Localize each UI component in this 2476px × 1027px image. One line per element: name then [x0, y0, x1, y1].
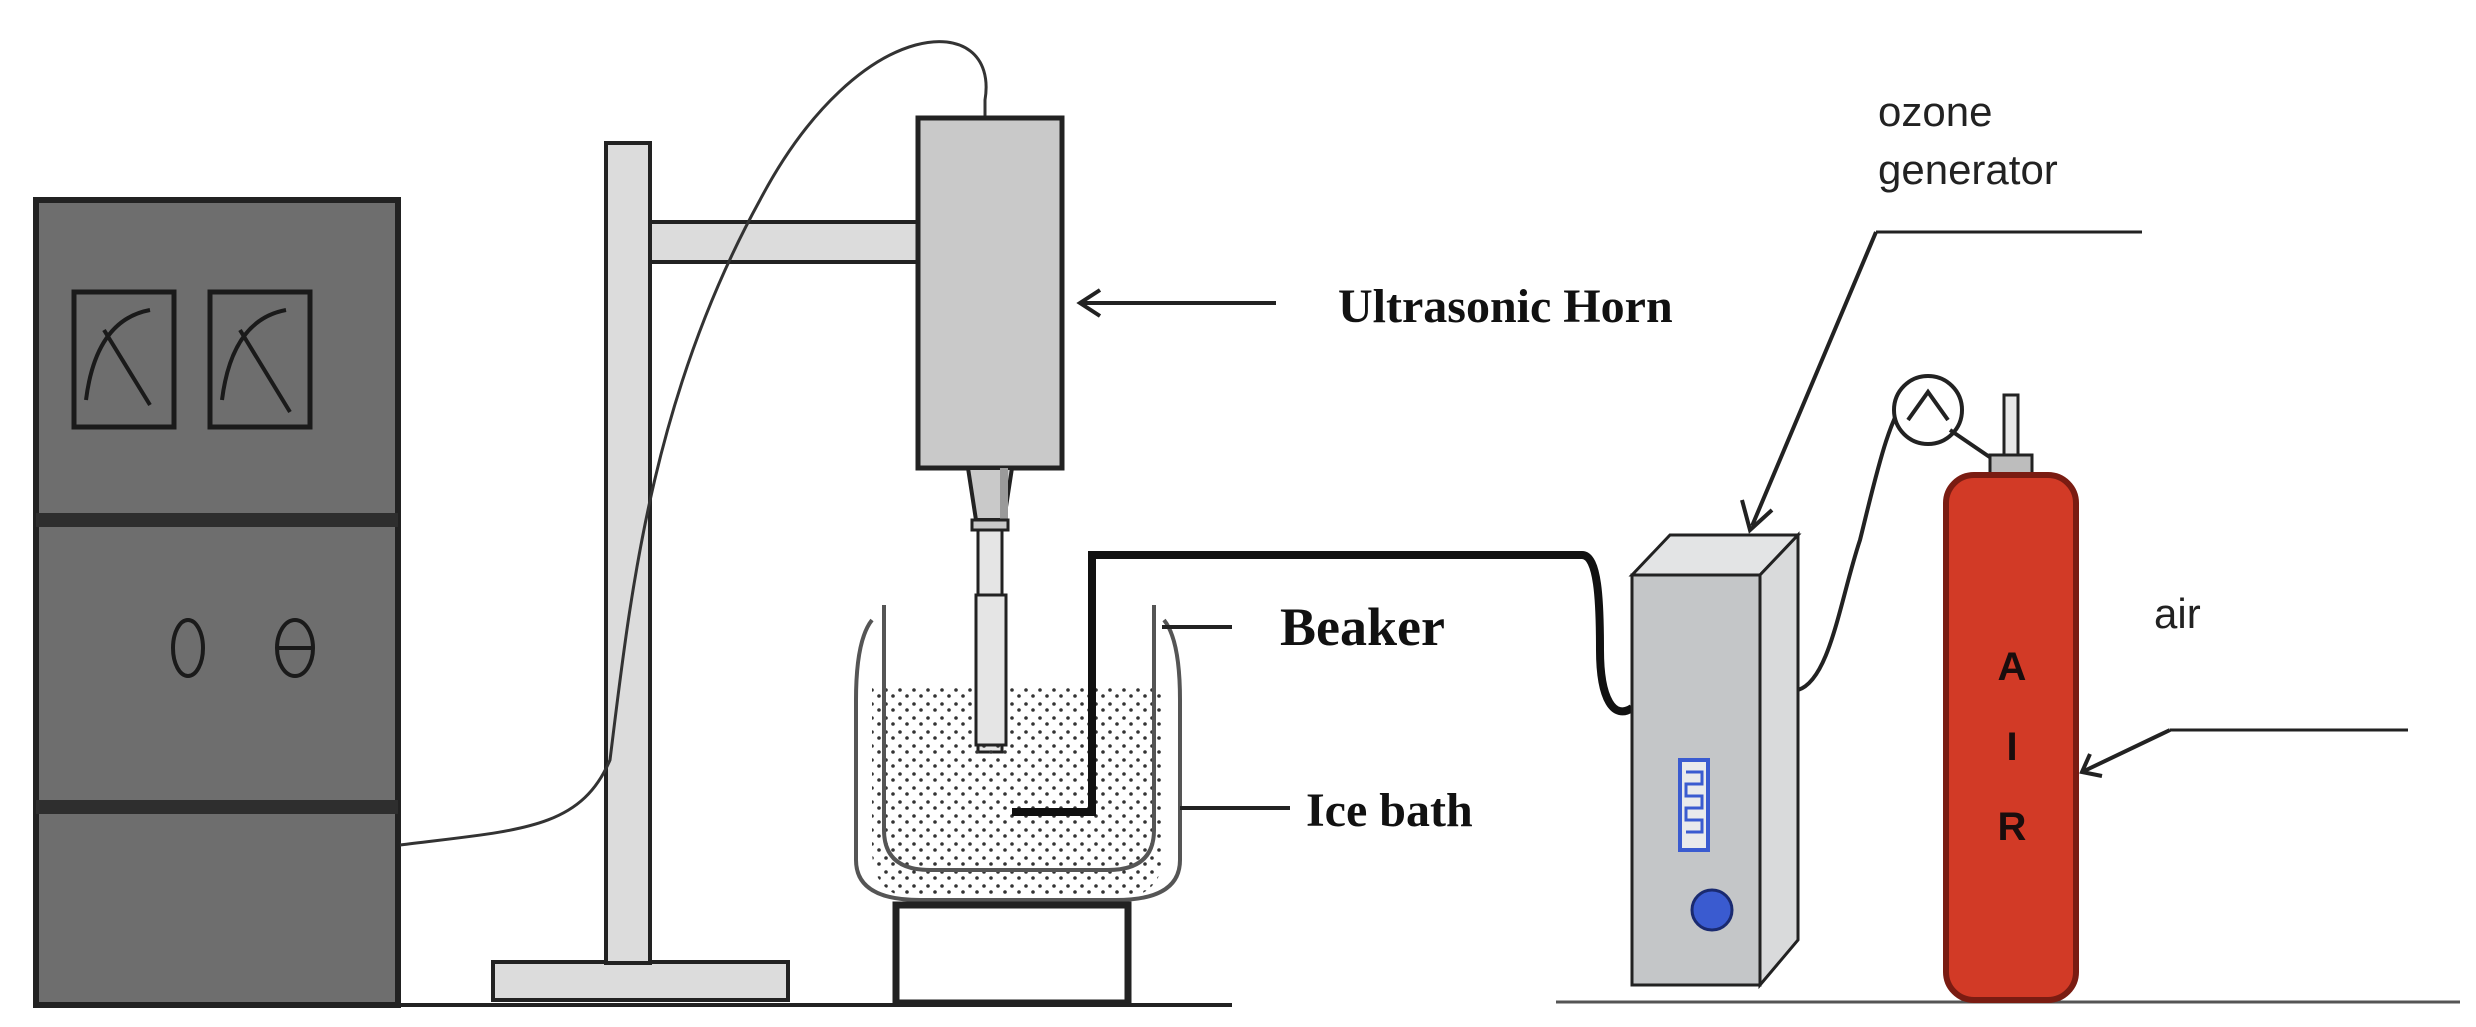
- lab-stand: [491, 141, 920, 1002]
- label-air: air: [2079, 590, 2408, 778]
- air-label: air: [2154, 590, 2201, 637]
- cylinder-letter-i: I: [2006, 725, 2017, 769]
- cylinder-letter-a: A: [1998, 645, 2027, 689]
- control-knob-left: [171, 618, 205, 678]
- air-supply-tube: [1797, 393, 1912, 692]
- label-ice-bath: Ice bath: [1180, 784, 1473, 837]
- ultrasonic-horn-label: Ultrasonic Horn: [1338, 280, 1673, 333]
- ice-bath: [854, 593, 1182, 902]
- pressure-gauge: [1892, 374, 1964, 446]
- bath-stand: [892, 901, 1132, 1007]
- ozone-delivery-tube: [1012, 551, 1635, 816]
- ultrasonic-generator-cabinet: [33, 197, 401, 1008]
- ice-bath-label: Ice bath: [1306, 784, 1473, 837]
- cylinder-letter-r: R: [1998, 805, 2027, 849]
- ozone-generator: [1628, 531, 1802, 990]
- control-knob-right: [275, 618, 315, 678]
- generator-display-panel: [1678, 758, 1710, 852]
- label-ozone-generator: ozone generator: [1740, 88, 2142, 534]
- ozone-generator-label-line1: ozone: [1878, 88, 1992, 135]
- meter-gauge-right: [207, 289, 313, 430]
- ozone-generator-label-line2: generator: [1878, 146, 2058, 193]
- generator-power-knob: [1690, 888, 1734, 932]
- meter-gauge-left: [71, 289, 177, 430]
- label-beaker: Beaker: [1162, 597, 1445, 657]
- label-ultrasonic-horn: Ultrasonic Horn: [1076, 280, 1673, 333]
- air-cylinder: A I R: [1892, 374, 2079, 1003]
- generator-cable: [399, 40, 988, 847]
- beaker-label: Beaker: [1280, 597, 1445, 657]
- beaker: [882, 605, 1156, 872]
